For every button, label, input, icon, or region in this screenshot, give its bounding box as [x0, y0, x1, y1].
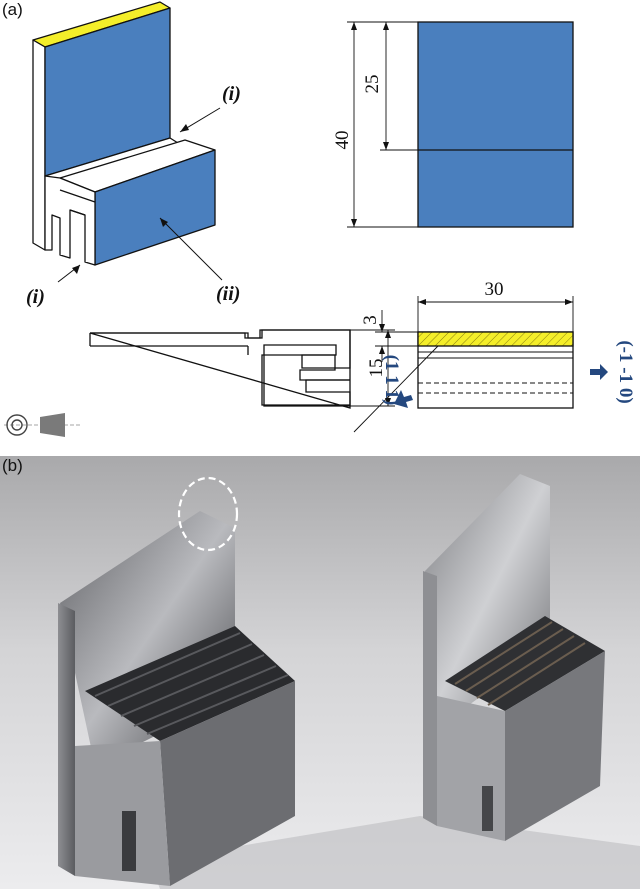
- dim-30-arrow-left: [418, 299, 426, 305]
- dim-15-arrow-top: [385, 330, 391, 338]
- right-sample-edge: [423, 571, 437, 826]
- front-view-rect: [417, 21, 574, 228]
- projection-circle-inner: [11, 419, 23, 431]
- dim-label-15: 15: [366, 359, 387, 378]
- right-sample-front: [505, 651, 605, 841]
- right-sample-groove-lines: [454, 621, 586, 706]
- front-view: [347, 21, 574, 228]
- panel-a-drawing: (i) (i) (ii) 40 25 15: [4, 1, 636, 437]
- top-view: [353, 296, 608, 433]
- projection-symbol: [4, 413, 82, 437]
- orientation-111: (1 1 1): [381, 355, 402, 406]
- dim-label-40: 40: [332, 131, 353, 150]
- slot-line: [69, 209, 86, 216]
- photo-shadow: [150, 816, 640, 889]
- orientation-110: (-1 -1 0): [615, 340, 636, 403]
- projection-circle-outer: [6, 414, 28, 436]
- callout-i-top: (i): [222, 83, 241, 105]
- side-profile-outline: [89, 329, 351, 409]
- block-side-profile: [44, 175, 96, 266]
- panel-b-photo: [0, 456, 640, 889]
- left-sample-slot: [122, 811, 136, 871]
- photo-illustration: [0, 456, 640, 889]
- left-sample: [58, 511, 295, 886]
- panel-a-label: (a): [2, 0, 23, 19]
- dim-label-30: 30: [485, 279, 504, 300]
- callout-ii-arrowhead: [160, 218, 168, 227]
- dim-40-arrow-bottom: [351, 219, 357, 227]
- left-sample-front: [160, 681, 295, 886]
- right-sample-grooves: [445, 616, 605, 711]
- dim-label-3: 3: [360, 315, 381, 325]
- projection-cone: [40, 413, 65, 437]
- oblique-plane-line: [353, 345, 439, 433]
- callout-ii: (ii): [216, 283, 240, 305]
- arrow-111-icon: [394, 390, 413, 408]
- isometric-part: [32, 1, 216, 266]
- dim-3-arrow-top: [379, 324, 385, 332]
- arrow-110-icon: [590, 364, 608, 380]
- plate-side-edge: [32, 39, 46, 251]
- callout-i-bottom: (i): [26, 286, 45, 308]
- left-sample-grooves: [85, 626, 295, 741]
- side-profile-shape: [90, 329, 351, 407]
- right-sample: [423, 474, 605, 841]
- callout-i-top-arrowhead: [180, 124, 189, 132]
- dim-25-arrow-bottom: [383, 142, 389, 150]
- dim-30-arrow-right: [565, 299, 573, 305]
- top-view-hatched-layer: [417, 331, 574, 347]
- callout-ii-leader: [159, 217, 223, 281]
- dim-15-arrow-bottom: [385, 398, 391, 406]
- dim-label-25: 25: [362, 75, 383, 94]
- left-sample-groove-lines: [94, 632, 289, 735]
- panel-b-label: (b): [2, 456, 23, 475]
- dim-40-arrow-top: [351, 22, 357, 30]
- right-sample-side: [437, 696, 505, 841]
- side-profile: [89, 329, 351, 409]
- left-sample-edge: [58, 603, 75, 876]
- dim-3-arrow-bottom: [379, 346, 385, 354]
- right-sample-slot: [482, 786, 493, 831]
- dim-25-arrow-top: [383, 22, 389, 30]
- highlight-ellipse: [177, 476, 239, 552]
- callout-i-bottom-arrowhead: [72, 265, 80, 274]
- slot-edge: [59, 189, 96, 203]
